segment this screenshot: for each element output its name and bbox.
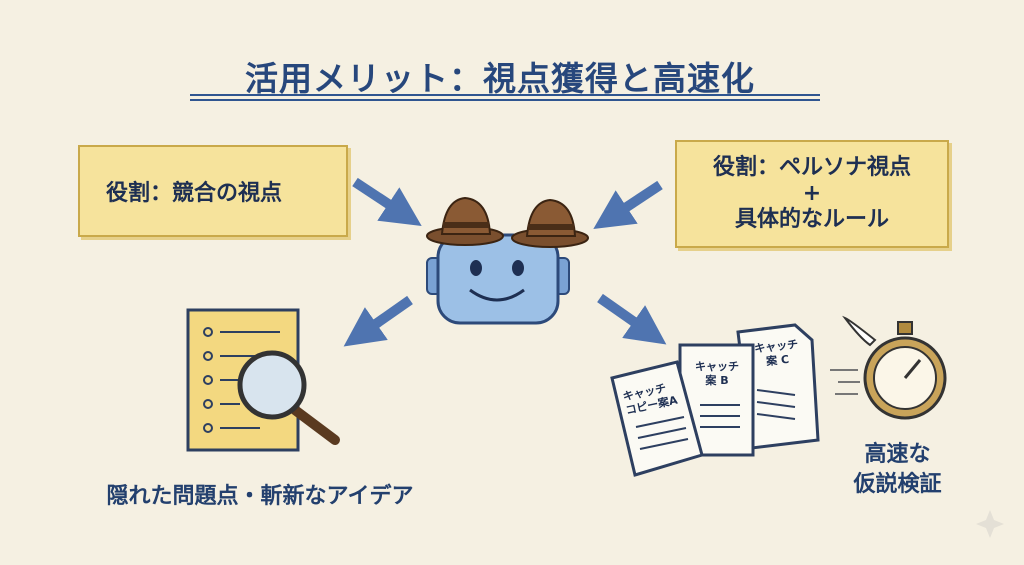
stopwatch-icon [830, 315, 947, 420]
document-a-icon [610, 360, 704, 477]
role-competitor-text: 役割：競合の視点 [106, 181, 283, 206]
fast-hypothesis-line2: 仮説検証 [853, 472, 942, 497]
arrow-right-in-icon [593, 180, 663, 230]
document-b-line2: 案 B [705, 374, 729, 387]
role-competitor-box: 役割：競合の視点 [78, 145, 348, 237]
document-b-line1: キャッチ [695, 360, 739, 373]
role-persona-box: 役割：ペルソナ視点 + 具体的なルール [675, 140, 949, 248]
sparkle-icon [976, 510, 1004, 538]
document-c-text: キャッチ 案 C [751, 337, 804, 370]
role-persona-line1: 役割：ペルソナ視点 [712, 155, 911, 180]
role-persona-plus: + [802, 181, 822, 206]
arrow-left-out-icon [343, 295, 413, 347]
role-persona-line3: 具体的なルール [734, 207, 889, 232]
title-underline [190, 94, 820, 101]
fast-hypothesis-label: 高速な 仮説検証 [830, 440, 965, 500]
hidden-issues-label: 隠れた問題点・斬新なアイデア [106, 484, 414, 509]
arrow-left-in-icon [352, 177, 422, 227]
robot-icon [426, 233, 570, 325]
hat-right-icon [511, 198, 589, 248]
page-title: 活用メリット：視点獲得と高速化 [245, 59, 755, 98]
hat-left-icon [426, 196, 504, 246]
document-b-text: キャッチ 案 B [692, 360, 742, 388]
arrow-right-out-icon [597, 293, 667, 345]
fast-hypothesis-line1: 高速な [864, 442, 931, 467]
magnifier-icon [237, 350, 340, 445]
